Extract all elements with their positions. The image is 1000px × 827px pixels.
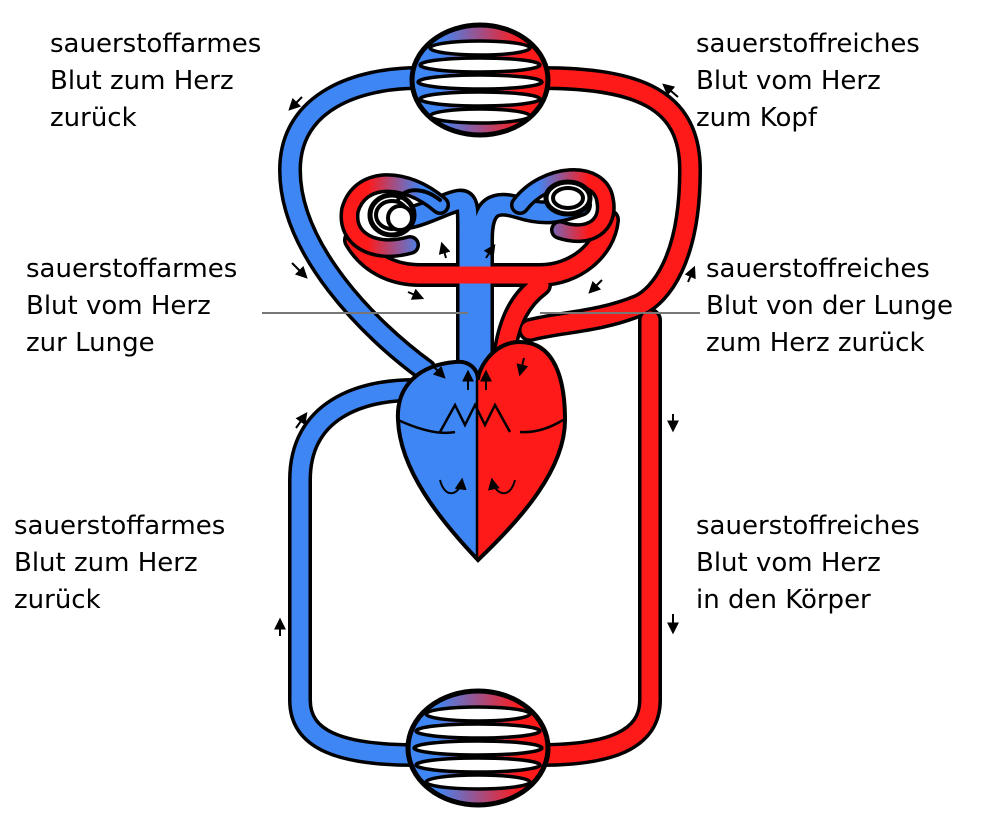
vein-upper-body <box>281 69 434 379</box>
flow-arrow-icon <box>438 241 451 259</box>
label-line: zum Herz zurück <box>706 328 925 358</box>
artery-upper-body <box>521 69 699 339</box>
label-pulmonary-vein: sauerstoffreiches Blut von der Lunge zum… <box>706 251 953 362</box>
flow-arrow-icon <box>407 288 425 300</box>
label-line: zum Kopf <box>696 103 818 133</box>
pulmonary-vein-to-heart <box>496 276 549 359</box>
label-lower-artery: sauerstoffreiches Blut vom Herz in den K… <box>696 508 920 619</box>
flow-arrow-icon <box>684 265 696 283</box>
label-line: sauerstoffreiches <box>706 254 930 284</box>
label-line: Blut vom Herz <box>696 66 881 96</box>
lung-left <box>339 173 450 259</box>
flow-arrow-icon <box>662 83 679 98</box>
label-line: zurück <box>14 585 101 615</box>
label-upper-artery: sauerstoffreiches Blut vom Herz zum Kopf <box>696 26 920 137</box>
label-line: sauerstoffarmes <box>14 511 226 541</box>
label-line: Blut zum Herz <box>14 548 198 578</box>
flow-arrow-icon <box>291 262 308 279</box>
label-upper-vein: sauerstoffarmes Blut zum Herz zurück <box>50 26 261 137</box>
flow-arrow-icon <box>483 244 496 259</box>
label-line: in den Körper <box>696 585 871 615</box>
flow-arrow-icon <box>588 279 603 294</box>
label-pulmonary-artery: sauerstoffarmes Blut vom Herz zur Lunge <box>26 251 237 362</box>
lung-right <box>510 168 616 244</box>
label-line: Blut vom Herz <box>696 548 881 578</box>
capillary-bed-icon <box>405 688 551 808</box>
heart-icon <box>395 339 568 563</box>
vein-lower-body <box>291 381 424 764</box>
flow-arrow-icon <box>431 364 446 379</box>
capillary-bed-icon <box>409 22 551 138</box>
flow-arrow-icon <box>288 96 303 111</box>
flow-arrow-icon <box>295 412 308 429</box>
label-line: zur Lunge <box>26 328 155 358</box>
label-line: Blut vom Herz <box>26 291 211 321</box>
label-line: sauerstoffreiches <box>696 511 920 541</box>
artery-lower-body <box>531 311 659 764</box>
label-line: Blut von der Lunge <box>706 291 953 321</box>
pulmonary-vein <box>346 211 617 284</box>
flow-arrow-icon <box>516 357 529 377</box>
flow-arrows <box>274 83 696 636</box>
label-line: sauerstoffarmes <box>26 254 238 284</box>
label-line: sauerstoffreiches <box>696 29 920 59</box>
label-lower-vein: sauerstoffarmes Blut zum Herz zurück <box>14 508 225 619</box>
label-line: zurück <box>50 103 137 133</box>
label-line: sauerstoffarmes <box>50 29 262 59</box>
label-line: Blut zum Herz <box>50 66 234 96</box>
